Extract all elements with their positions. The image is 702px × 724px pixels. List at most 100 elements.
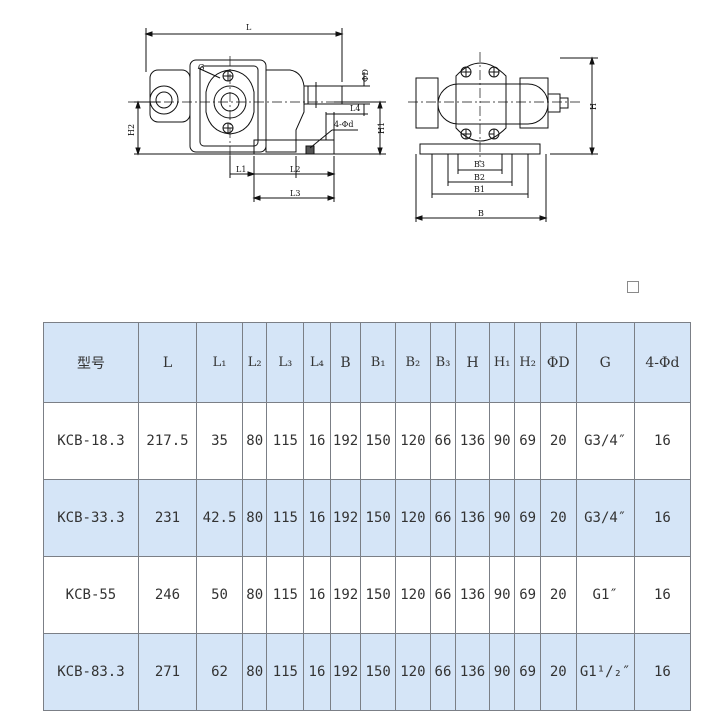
cell-B1: 150 [360,633,397,711]
cell-model: KCB-18.3 [43,402,139,480]
header-L3: L₃ [266,322,305,403]
cell-H1: 90 [488,402,516,480]
cell-B2: 120 [395,556,431,634]
header-G: G [575,322,635,403]
label-B3: B3 [474,160,485,169]
table-row: KCB-18.3 217.5 35 80 115 16 192 150 120 … [43,402,692,480]
cell-H2: 69 [514,633,541,711]
cell-L4: 16 [303,556,331,634]
cell-L: 231 [137,479,198,557]
label-L2: L2 [290,165,300,174]
pump-dimension-drawing: L G ΦD L4 4-Φd H1 H2 L1 L2 L3 H B3 B2 B1… [120,12,600,234]
cell-L3: 115 [266,402,305,480]
cell-B1: 150 [360,556,397,634]
cell-H: 136 [455,633,490,711]
cell-G: G3/4″ [575,479,635,557]
cell-H: 136 [455,479,490,557]
label-G: G [198,63,204,72]
label-L3: L3 [290,189,300,198]
label-L4: L4 [350,104,360,113]
cell-B3: 66 [429,633,457,711]
cell-B3: 66 [429,402,457,480]
cell-L3: 115 [266,633,305,711]
cell-H: 136 [455,556,490,634]
header-B2: B₂ [395,322,431,403]
cell-phiD: 20 [539,633,577,711]
cell-L1: 42.5 [196,479,243,557]
cell-4-phid: 16 [633,556,692,634]
table-row: KCB-83.3 271 62 80 115 16 192 150 120 66… [43,633,692,711]
cell-B2: 120 [395,633,431,711]
cell-L: 217.5 [137,402,198,480]
header-B3: B₃ [429,322,457,403]
cell-B1: 150 [360,402,397,480]
cell-L2: 80 [241,556,268,634]
cell-B1: 150 [360,479,397,557]
cell-G: G3/4″ [575,402,635,480]
cell-4-phid: 16 [633,402,692,480]
cell-L1: 35 [196,402,243,480]
table-header-row: 型号 L L₁ L₂ L₃ L₄ B B₁ B₂ B₃ H H₁ H₂ ΦD G… [43,322,692,403]
label-L: L [246,23,252,32]
cell-B: 192 [329,633,362,711]
cell-G: G1″ [575,556,635,634]
cell-L4: 16 [303,402,331,480]
cell-B: 192 [329,556,362,634]
cell-4-phid: 16 [633,479,692,557]
table-row: KCB-55 246 50 80 115 16 192 150 120 66 1… [43,556,692,634]
header-L2: L₂ [241,322,268,403]
header-L4: L₄ [303,322,331,403]
cell-B: 192 [329,402,362,480]
header-L1: L₁ [196,322,243,403]
cell-L4: 16 [303,633,331,711]
cell-H1: 90 [488,479,516,557]
label-B2: B2 [474,173,485,182]
cell-B3: 66 [429,479,457,557]
label-H: H [589,103,598,110]
cell-phiD: 20 [539,556,577,634]
header-H2: H₂ [514,322,541,403]
cell-B3: 66 [429,556,457,634]
cell-model: KCB-55 [43,556,139,634]
label-L1: L1 [236,165,246,174]
table-row: KCB-33.3 231 42.5 80 115 16 192 150 120 … [43,479,692,557]
header-model: 型号 [43,322,139,403]
cell-H2: 69 [514,556,541,634]
cell-B: 192 [329,479,362,557]
cell-H1: 90 [488,633,516,711]
header-H1: H₁ [488,322,516,403]
cell-model: KCB-83.3 [43,633,139,711]
cell-G: G1¹/₂″ [575,633,635,711]
cell-L: 271 [137,633,198,711]
header-4-phid: 4-Φd [633,322,692,403]
cell-B2: 120 [395,479,431,557]
label-B: B [478,209,484,218]
cell-L1: 50 [196,556,243,634]
cell-phiD: 20 [539,402,577,480]
cell-B2: 120 [395,402,431,480]
cell-L4: 16 [303,479,331,557]
cell-L3: 115 [266,479,305,557]
header-H: H [455,322,490,403]
cell-L: 246 [137,556,198,634]
header-L: L [137,322,198,403]
cell-H1: 90 [488,556,516,634]
label-B1: B1 [474,185,485,194]
cell-L2: 80 [241,633,268,711]
cell-H: 136 [455,402,490,480]
cell-L1: 62 [196,633,243,711]
cell-L3: 115 [266,556,305,634]
label-phiD: ΦD [361,69,370,82]
header-B1: B₁ [360,322,397,403]
label-4-phid: 4-Φd [334,120,353,129]
image-placeholder-checkbox[interactable] [627,281,639,293]
label-H1: H1 [377,122,386,134]
header-B: B [329,322,362,403]
cell-H2: 69 [514,402,541,480]
header-phiD: ΦD [539,322,577,403]
cell-H2: 69 [514,479,541,557]
cell-4-phid: 16 [633,633,692,711]
cell-L2: 80 [241,479,268,557]
spec-table: 型号 L L₁ L₂ L₃ L₄ B B₁ B₂ B₃ H H₁ H₂ ΦD G… [43,322,692,711]
cell-model: KCB-33.3 [43,479,139,557]
